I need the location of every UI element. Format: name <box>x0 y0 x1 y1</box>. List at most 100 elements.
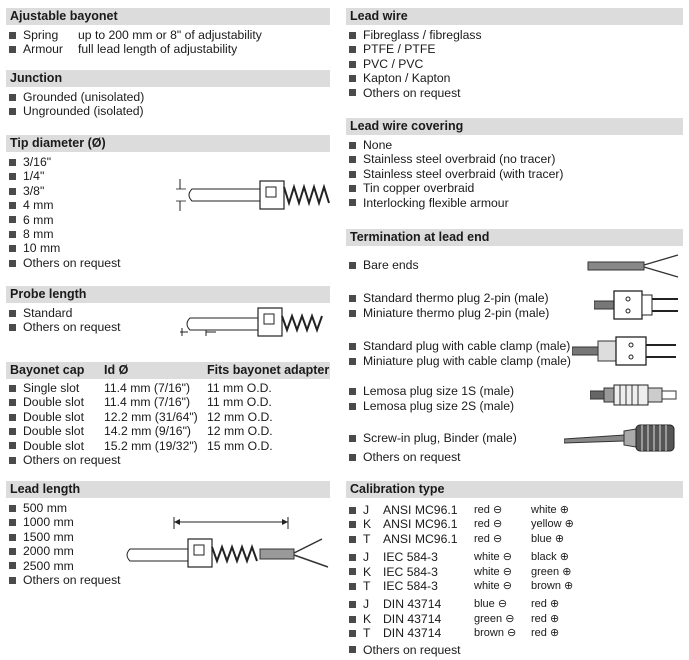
list-item: Tin copper overbraid <box>346 181 683 195</box>
bullet-icon <box>9 230 16 238</box>
item-label: 4 mm <box>23 198 54 213</box>
item-label: Standard plug with cable clamp (male) <box>363 339 571 353</box>
bullet-icon <box>349 582 356 590</box>
list-item: Lemosa plug size 2S (male) <box>346 399 514 413</box>
section-title: Lead wire covering <box>346 118 683 135</box>
bullet-icon <box>9 384 16 392</box>
item-label: Lemosa plug size 1S (male) <box>363 384 515 398</box>
cell-positive: yellow ⊕ <box>531 518 574 531</box>
list-item: 1000 mm <box>6 515 330 529</box>
bullet-icon <box>9 245 16 253</box>
list-item: 6 mm <box>6 213 330 227</box>
bullet-icon <box>349 629 356 637</box>
list-item: 2000 mm <box>6 544 330 558</box>
bullet-icon <box>349 74 356 82</box>
list-item: Kapton / Kapton <box>346 71 683 85</box>
list-item: Interlocking flexible armour <box>346 196 683 210</box>
item-label: Bare ends <box>363 258 419 272</box>
list-item: 2500 mm <box>6 559 330 573</box>
section-junction: Junction Grounded (unisolated) Ungrounde… <box>6 70 330 119</box>
section-tip-diameter: Tip diameter (Ø) 3/16" 1/4" 3/8" 4 mm 6 … <box>6 135 330 270</box>
item-label: Others on request <box>23 255 121 270</box>
item-label: 2000 mm <box>23 544 74 559</box>
bullet-icon <box>9 576 16 584</box>
cell-standard: IEC 584-3 <box>383 564 438 579</box>
table-header: Bayonet cap Id Ø Fits bayonet adapter <box>6 362 330 379</box>
item-label: Tin copper overbraid <box>363 181 475 196</box>
list-item: Others on request <box>346 86 683 100</box>
item-label: Miniature thermo plug 2-pin (male) <box>363 306 550 320</box>
list-item: 10 mm <box>6 241 330 255</box>
item-label: None <box>363 138 393 152</box>
item-label: Stainless steel overbraid (no tracer) <box>363 152 556 167</box>
section-lead-length: Lead length 500 mm 1000 mm 1500 mm 2000 … <box>6 481 330 587</box>
section-lead-wire: Lead wire Fibreglass / fibreglass PTFE /… <box>346 8 683 100</box>
list-item: 8 mm <box>6 227 330 241</box>
bullet-icon <box>9 562 16 570</box>
bullet-icon <box>9 427 16 435</box>
item-label: 8 mm <box>23 226 54 241</box>
cell-negative: green ⊖ <box>474 612 515 625</box>
section-title: Termination at lead end <box>346 229 683 246</box>
item-label: 3/8" <box>23 183 45 198</box>
bullet-icon <box>349 141 356 149</box>
cell-positive: blue ⊕ <box>531 532 565 545</box>
item-label: Others on request <box>23 452 121 467</box>
cell-standard: ANSI MC96.1 <box>383 503 458 517</box>
cell-id: 11.4 mm (7/16") <box>104 381 191 395</box>
binder-plug-illustration <box>564 419 682 455</box>
bullet-icon <box>9 413 16 421</box>
cell-id: 12.2 mm (31/64") <box>104 409 198 424</box>
item-label: Ungrounded (isolated) <box>23 104 144 119</box>
bullet-icon <box>349 184 356 192</box>
item-label: PTFE / PTFE <box>363 42 436 57</box>
cell-negative: white ⊖ <box>474 565 512 578</box>
section-termination: Termination at lead end Bare ends Standa… <box>346 229 683 464</box>
cell-cap: Double slot <box>23 424 84 439</box>
list-item: Grounded (unisolated) <box>6 90 330 104</box>
bullet-icon <box>349 553 356 561</box>
section-title: Lead length <box>6 481 330 498</box>
item-label: 1/4" <box>23 169 45 184</box>
bullet-icon <box>349 46 356 54</box>
item-label: Spring <box>23 28 59 42</box>
cell-cap: Single slot <box>23 381 80 395</box>
list-item: PVC / PVC <box>346 57 683 71</box>
item-label: Others on request <box>23 572 121 587</box>
cell-negative: blue ⊖ <box>474 598 508 611</box>
probe-length-illustration <box>176 298 332 348</box>
bullet-icon <box>349 357 356 365</box>
bullet-icon <box>9 519 16 527</box>
bullet-icon <box>349 601 356 609</box>
cell-negative: red ⊖ <box>474 504 503 516</box>
bare-ends-illustration <box>586 251 682 281</box>
cell-type: K <box>363 611 372 626</box>
bullet-icon <box>9 456 16 464</box>
list-item: PTFE / PTFE <box>346 42 683 56</box>
cell-adapter: 12 mm O.D. <box>207 424 273 439</box>
thermo-plug-illustration <box>594 285 682 325</box>
cell-negative: brown ⊖ <box>474 627 517 640</box>
bullet-icon <box>349 342 356 350</box>
bullet-icon <box>349 60 356 68</box>
item-label: 3/16" <box>23 155 52 169</box>
bullet-icon <box>349 402 356 410</box>
cell-adapter: 15 mm O.D. <box>207 438 273 453</box>
bullet-icon <box>349 521 356 529</box>
cell-negative: white ⊖ <box>474 579 512 592</box>
item-label: 6 mm <box>23 212 54 227</box>
cell-type: T <box>363 578 371 593</box>
bullet-icon <box>349 199 356 207</box>
list-item: 3/16" <box>6 155 330 169</box>
item-label: Screw-in plug, Binder (male) <box>363 431 517 445</box>
cell-adapter: 12 mm O.D. <box>207 409 273 424</box>
bullet-icon <box>9 533 16 541</box>
